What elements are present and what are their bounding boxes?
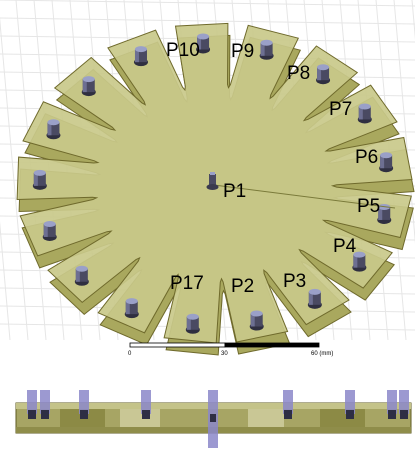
side-probe: [141, 390, 151, 419]
connector-icon: [74, 265, 89, 286]
side-segment-light: [248, 409, 284, 427]
port-label-p8: P8: [287, 63, 310, 84]
side-segment-dark: [320, 409, 365, 427]
connector-icon: [81, 76, 96, 97]
center-feed-icon: [206, 172, 219, 190]
scale-tick-0: 0: [128, 351, 132, 357]
port-label-p4: P4: [333, 236, 357, 257]
scale-tick-30: 30: [221, 351, 228, 357]
port-label-p5: P5: [357, 196, 380, 217]
side-probe: [345, 390, 355, 419]
connector-icon: [42, 220, 57, 241]
connector-icon: [307, 288, 322, 309]
side-probe: [79, 390, 89, 419]
connector-icon: [46, 119, 61, 140]
side-segment-light: [120, 409, 160, 427]
port-label-p6: P6: [355, 147, 378, 168]
scale-tick-60: 60 (mm): [311, 351, 333, 357]
port-label-p7: P7: [329, 99, 352, 120]
side-probe: [399, 390, 409, 419]
connector-icon: [185, 313, 200, 334]
center-probe-side: [208, 390, 218, 448]
scale-bar: 0 30 60 (mm): [128, 342, 333, 357]
grid-line: [0, 0, 415, 7]
port-label-p17: P17: [170, 273, 204, 294]
connector-icon: [249, 310, 264, 331]
connector-icon: [357, 103, 372, 124]
side-probe: [40, 390, 50, 419]
side-probe: [283, 390, 293, 419]
port-label-p3: P3: [283, 271, 306, 292]
side-probe: [27, 390, 37, 419]
connector-icon: [316, 64, 331, 85]
connector-icon: [133, 46, 148, 67]
side-probes: [27, 390, 409, 419]
connector-icon: [352, 251, 367, 272]
connector-icon: [379, 152, 394, 173]
top-view-diagram: P1 P2 P3 P4 P5 P6 P7 P8 P9 P10 P17 0 30 …: [0, 0, 415, 357]
connector-icon: [196, 33, 211, 54]
port-connectors: [32, 33, 394, 334]
port-label-p1: P1: [223, 181, 246, 202]
port-label-p9: P9: [231, 41, 254, 62]
grid-line: [0, 220, 11, 341]
port-label-p10: P10: [166, 40, 200, 61]
connector-icon: [259, 39, 274, 60]
center-feed-line: [213, 184, 396, 209]
grid-line: [0, 16, 29, 341]
grid-line: [0, 17, 415, 25]
connector-icon: [124, 298, 139, 319]
port-label-p2: P2: [231, 276, 254, 297]
side-probe: [387, 390, 397, 419]
side-view-diagram: [15, 390, 412, 448]
connector-icon: [32, 169, 47, 190]
